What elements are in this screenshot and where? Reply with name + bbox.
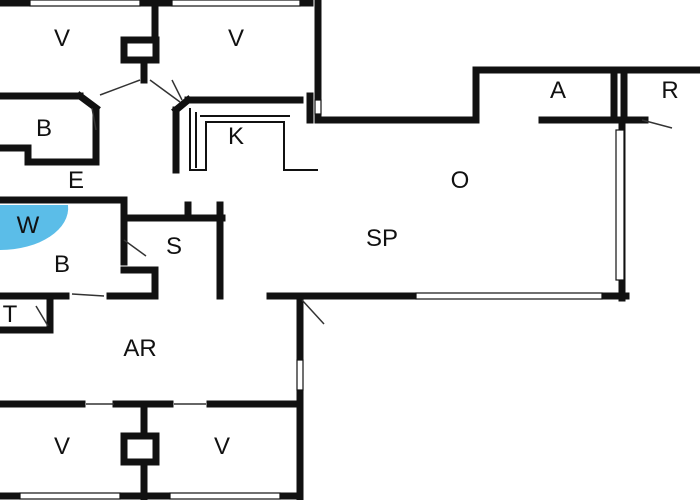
room-label-ar: AR (123, 335, 156, 362)
room-label-w: W (17, 212, 40, 239)
window (415, 292, 603, 300)
room-label-b-upper: B (36, 115, 52, 142)
room-label-e: E (68, 167, 84, 194)
room-labels: V V A R B K E O W S SP B T AR V V (3, 25, 679, 460)
kitchen-counter (189, 108, 318, 171)
room-label-o: O (451, 167, 470, 194)
room-label-v-bottom-right: V (214, 433, 230, 460)
room-label-b-lower: B (54, 251, 70, 278)
window (19, 492, 121, 500)
room-label-r: R (661, 77, 678, 104)
window (171, 0, 301, 7)
room-label-a: A (550, 77, 566, 104)
windows (19, 0, 625, 500)
room-label-v-bottom-left: V (54, 433, 70, 460)
window (296, 359, 304, 391)
room-label-k: K (228, 123, 244, 150)
window (314, 99, 322, 115)
room-label-v-top-left: V (54, 25, 70, 52)
room-label-t: T (3, 301, 18, 328)
window (615, 129, 625, 281)
whirlpool-shape (0, 205, 69, 251)
doors (35, 79, 673, 405)
room-label-v-top-right: V (228, 25, 244, 52)
room-label-s: S (166, 233, 182, 260)
room-label-sp: SP (366, 225, 398, 252)
window (29, 0, 141, 7)
window (169, 492, 281, 500)
